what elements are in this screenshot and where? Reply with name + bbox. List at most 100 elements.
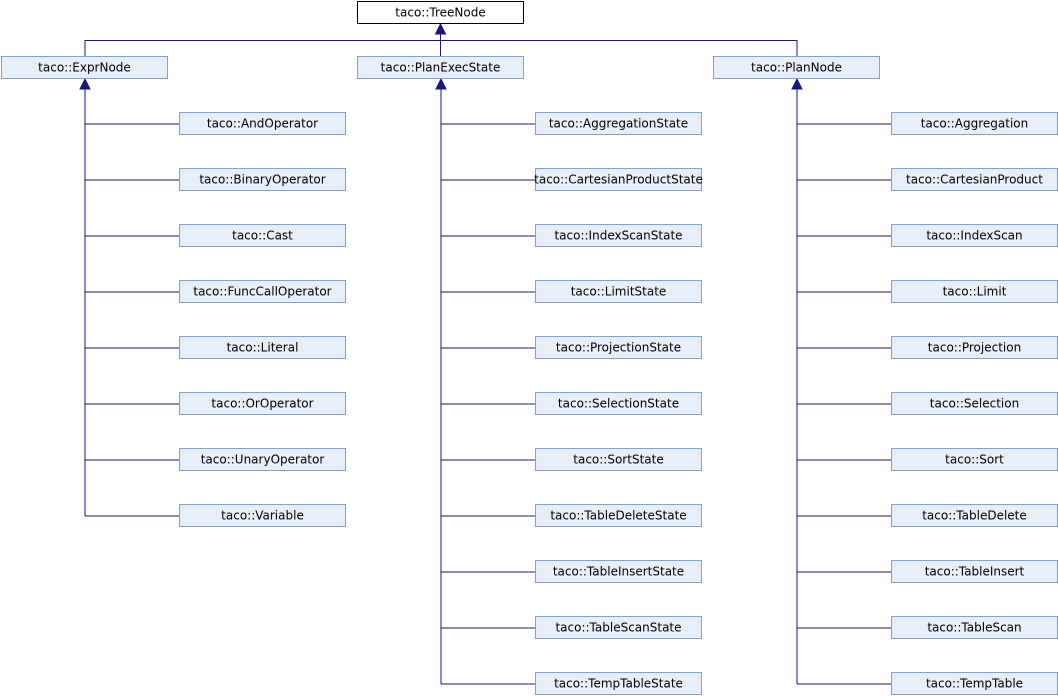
inheritance-arrow-plan-exec-state xyxy=(435,77,447,90)
class-node-plan-node-box xyxy=(713,56,880,79)
class-node-table-delete-state-label: taco::TableDeleteState xyxy=(550,509,686,523)
class-node-cast-label: taco::Cast xyxy=(232,229,293,243)
class-node-sort-label: taco::Sort xyxy=(945,453,1004,467)
class-node-sort-state-box xyxy=(535,448,702,471)
class-node-and-operator-label: taco::AndOperator xyxy=(207,117,318,131)
class-node-projection-state[interactable]: taco::ProjectionState xyxy=(535,336,702,359)
class-node-limit-state[interactable]: taco::LimitState xyxy=(535,280,702,303)
class-node-temp-table-label: taco::TempTable xyxy=(926,677,1023,691)
class-node-table-scan-state-label: taco::TableScanState xyxy=(555,621,681,635)
class-node-binary-operator-box xyxy=(179,168,346,191)
class-node-limit-state-box xyxy=(535,280,702,303)
class-node-projection[interactable]: taco::Projection xyxy=(891,336,1058,359)
class-node-plan-node-label: taco::PlanNode xyxy=(751,61,842,75)
class-node-tree-node-label: taco::TreeNode xyxy=(395,6,485,20)
class-node-selection-state[interactable]: taco::SelectionState xyxy=(535,392,702,415)
class-node-table-delete-state-box xyxy=(535,504,702,527)
class-node-sort[interactable]: taco::Sort xyxy=(891,448,1058,471)
class-node-temp-table-state-box xyxy=(535,672,702,695)
class-node-sort-state-label: taco::SortState xyxy=(573,453,663,467)
class-node-plan-exec-state[interactable]: taco::PlanExecState xyxy=(357,56,524,79)
class-node-plan-exec-state-label: taco::PlanExecState xyxy=(381,61,501,75)
class-node-table-scan-state-box xyxy=(535,616,702,639)
class-node-cast-box xyxy=(179,224,346,247)
class-node-expr-node-label: taco::ExprNode xyxy=(38,61,131,75)
class-node-limit[interactable]: taco::Limit xyxy=(891,280,1058,303)
class-node-func-call-operator[interactable]: taco::FuncCallOperator xyxy=(179,280,346,303)
class-node-plan-exec-state-box xyxy=(357,56,524,79)
class-node-cartesian-product-state[interactable]: taco::CartesianProductState xyxy=(534,168,703,191)
class-node-or-operator-box xyxy=(179,392,346,415)
class-node-expr-node[interactable]: taco::ExprNode xyxy=(1,56,168,79)
class-node-cast[interactable]: taco::Cast xyxy=(179,224,346,247)
class-node-literal-box xyxy=(179,336,346,359)
class-node-table-scan-label: taco::TableScan xyxy=(927,621,1021,635)
class-node-literal-label: taco::Literal xyxy=(227,341,299,355)
class-node-cartesian-product-state-box xyxy=(535,168,702,191)
inheritance-edges xyxy=(79,22,891,685)
class-node-table-delete-state[interactable]: taco::TableDeleteState xyxy=(535,504,702,527)
class-node-func-call-operator-label: taco::FuncCallOperator xyxy=(193,285,331,299)
class-node-aggregation-label: taco::Aggregation xyxy=(921,117,1029,131)
class-node-literal[interactable]: taco::Literal xyxy=(179,336,346,359)
class-node-variable-label: taco::Variable xyxy=(221,509,304,523)
class-node-sort-state[interactable]: taco::SortState xyxy=(535,448,702,471)
class-node-aggregation-state[interactable]: taco::AggregationState xyxy=(535,112,702,135)
class-node-index-scan[interactable]: taco::IndexScan xyxy=(891,224,1058,247)
class-node-index-scan-state[interactable]: taco::IndexScanState xyxy=(535,224,702,247)
class-node-table-scan[interactable]: taco::TableScan xyxy=(891,616,1058,639)
class-node-variable[interactable]: taco::Variable xyxy=(179,504,346,527)
class-node-table-insert[interactable]: taco::TableInsert xyxy=(891,560,1058,583)
class-node-table-insert-label: taco::TableInsert xyxy=(925,565,1025,579)
class-node-cartesian-product-state-label: taco::CartesianProductState xyxy=(534,173,703,187)
class-node-unary-operator-label: taco::UnaryOperator xyxy=(201,453,325,467)
class-node-limit-label: taco::Limit xyxy=(943,285,1007,299)
edge-expr-node-to-root xyxy=(84,34,441,56)
class-node-index-scan-label: taco::IndexScan xyxy=(926,229,1022,243)
class-node-binary-operator-label: taco::BinaryOperator xyxy=(199,173,325,187)
class-node-tree-node-box xyxy=(357,1,524,24)
class-node-table-scan-state[interactable]: taco::TableScanState xyxy=(535,616,702,639)
class-node-plan-node[interactable]: taco::PlanNode xyxy=(713,56,880,79)
class-node-unary-operator[interactable]: taco::UnaryOperator xyxy=(179,448,346,471)
class-node-aggregation-state-label: taco::AggregationState xyxy=(549,117,688,131)
inheritance-arrow-tree-node xyxy=(434,22,447,35)
class-node-variable-box xyxy=(179,504,346,527)
class-node-index-scan-state-label: taco::IndexScanState xyxy=(554,229,682,243)
class-node-aggregation-state-box xyxy=(535,112,702,135)
class-node-unary-operator-box xyxy=(179,448,346,471)
class-node-table-insert-state-box xyxy=(535,560,702,583)
class-node-aggregation[interactable]: taco::Aggregation xyxy=(891,112,1058,135)
class-node-index-scan-state-box xyxy=(535,224,702,247)
class-node-or-operator-label: taco::OrOperator xyxy=(211,397,313,411)
class-node-cartesian-product[interactable]: taco::CartesianProduct xyxy=(891,168,1058,191)
class-node-cartesian-product-label: taco::CartesianProduct xyxy=(906,173,1043,187)
class-node-temp-table-state[interactable]: taco::TempTableState xyxy=(535,672,702,695)
class-node-selection[interactable]: taco::Selection xyxy=(891,392,1058,415)
class-node-temp-table[interactable]: taco::TempTable xyxy=(891,672,1058,695)
class-node-projection-state-box xyxy=(535,336,702,359)
class-node-projection-state-label: taco::ProjectionState xyxy=(556,341,681,355)
class-node-table-delete[interactable]: taco::TableDelete xyxy=(891,504,1058,527)
class-node-temp-table-state-label: taco::TempTableState xyxy=(554,677,683,691)
class-node-table-insert-state-label: taco::TableInsertState xyxy=(553,565,684,579)
class-node-selection-state-box xyxy=(535,392,702,415)
class-node-selection-state-label: taco::SelectionState xyxy=(558,397,679,411)
inheritance-arrow-expr-node xyxy=(79,77,91,90)
class-node-expr-node-box xyxy=(1,56,168,79)
class-node-table-delete-label: taco::TableDelete xyxy=(922,509,1027,523)
class-node-binary-operator[interactable]: taco::BinaryOperator xyxy=(179,168,346,191)
class-node-and-operator-box xyxy=(179,112,346,135)
class-node-projection-label: taco::Projection xyxy=(928,341,1021,355)
class-node-selection-label: taco::Selection xyxy=(930,397,1019,411)
class-node-func-call-operator-box xyxy=(179,280,346,303)
inheritance-arrow-plan-node xyxy=(791,77,803,90)
class-node-tree-node[interactable]: taco::TreeNode xyxy=(357,1,524,24)
class-node-or-operator[interactable]: taco::OrOperator xyxy=(179,392,346,415)
class-node-table-insert-state[interactable]: taco::TableInsertState xyxy=(535,560,702,583)
class-node-and-operator[interactable]: taco::AndOperator xyxy=(179,112,346,135)
edge-plan-node-to-root xyxy=(440,34,798,56)
class-node-limit-state-label: taco::LimitState xyxy=(571,285,667,299)
